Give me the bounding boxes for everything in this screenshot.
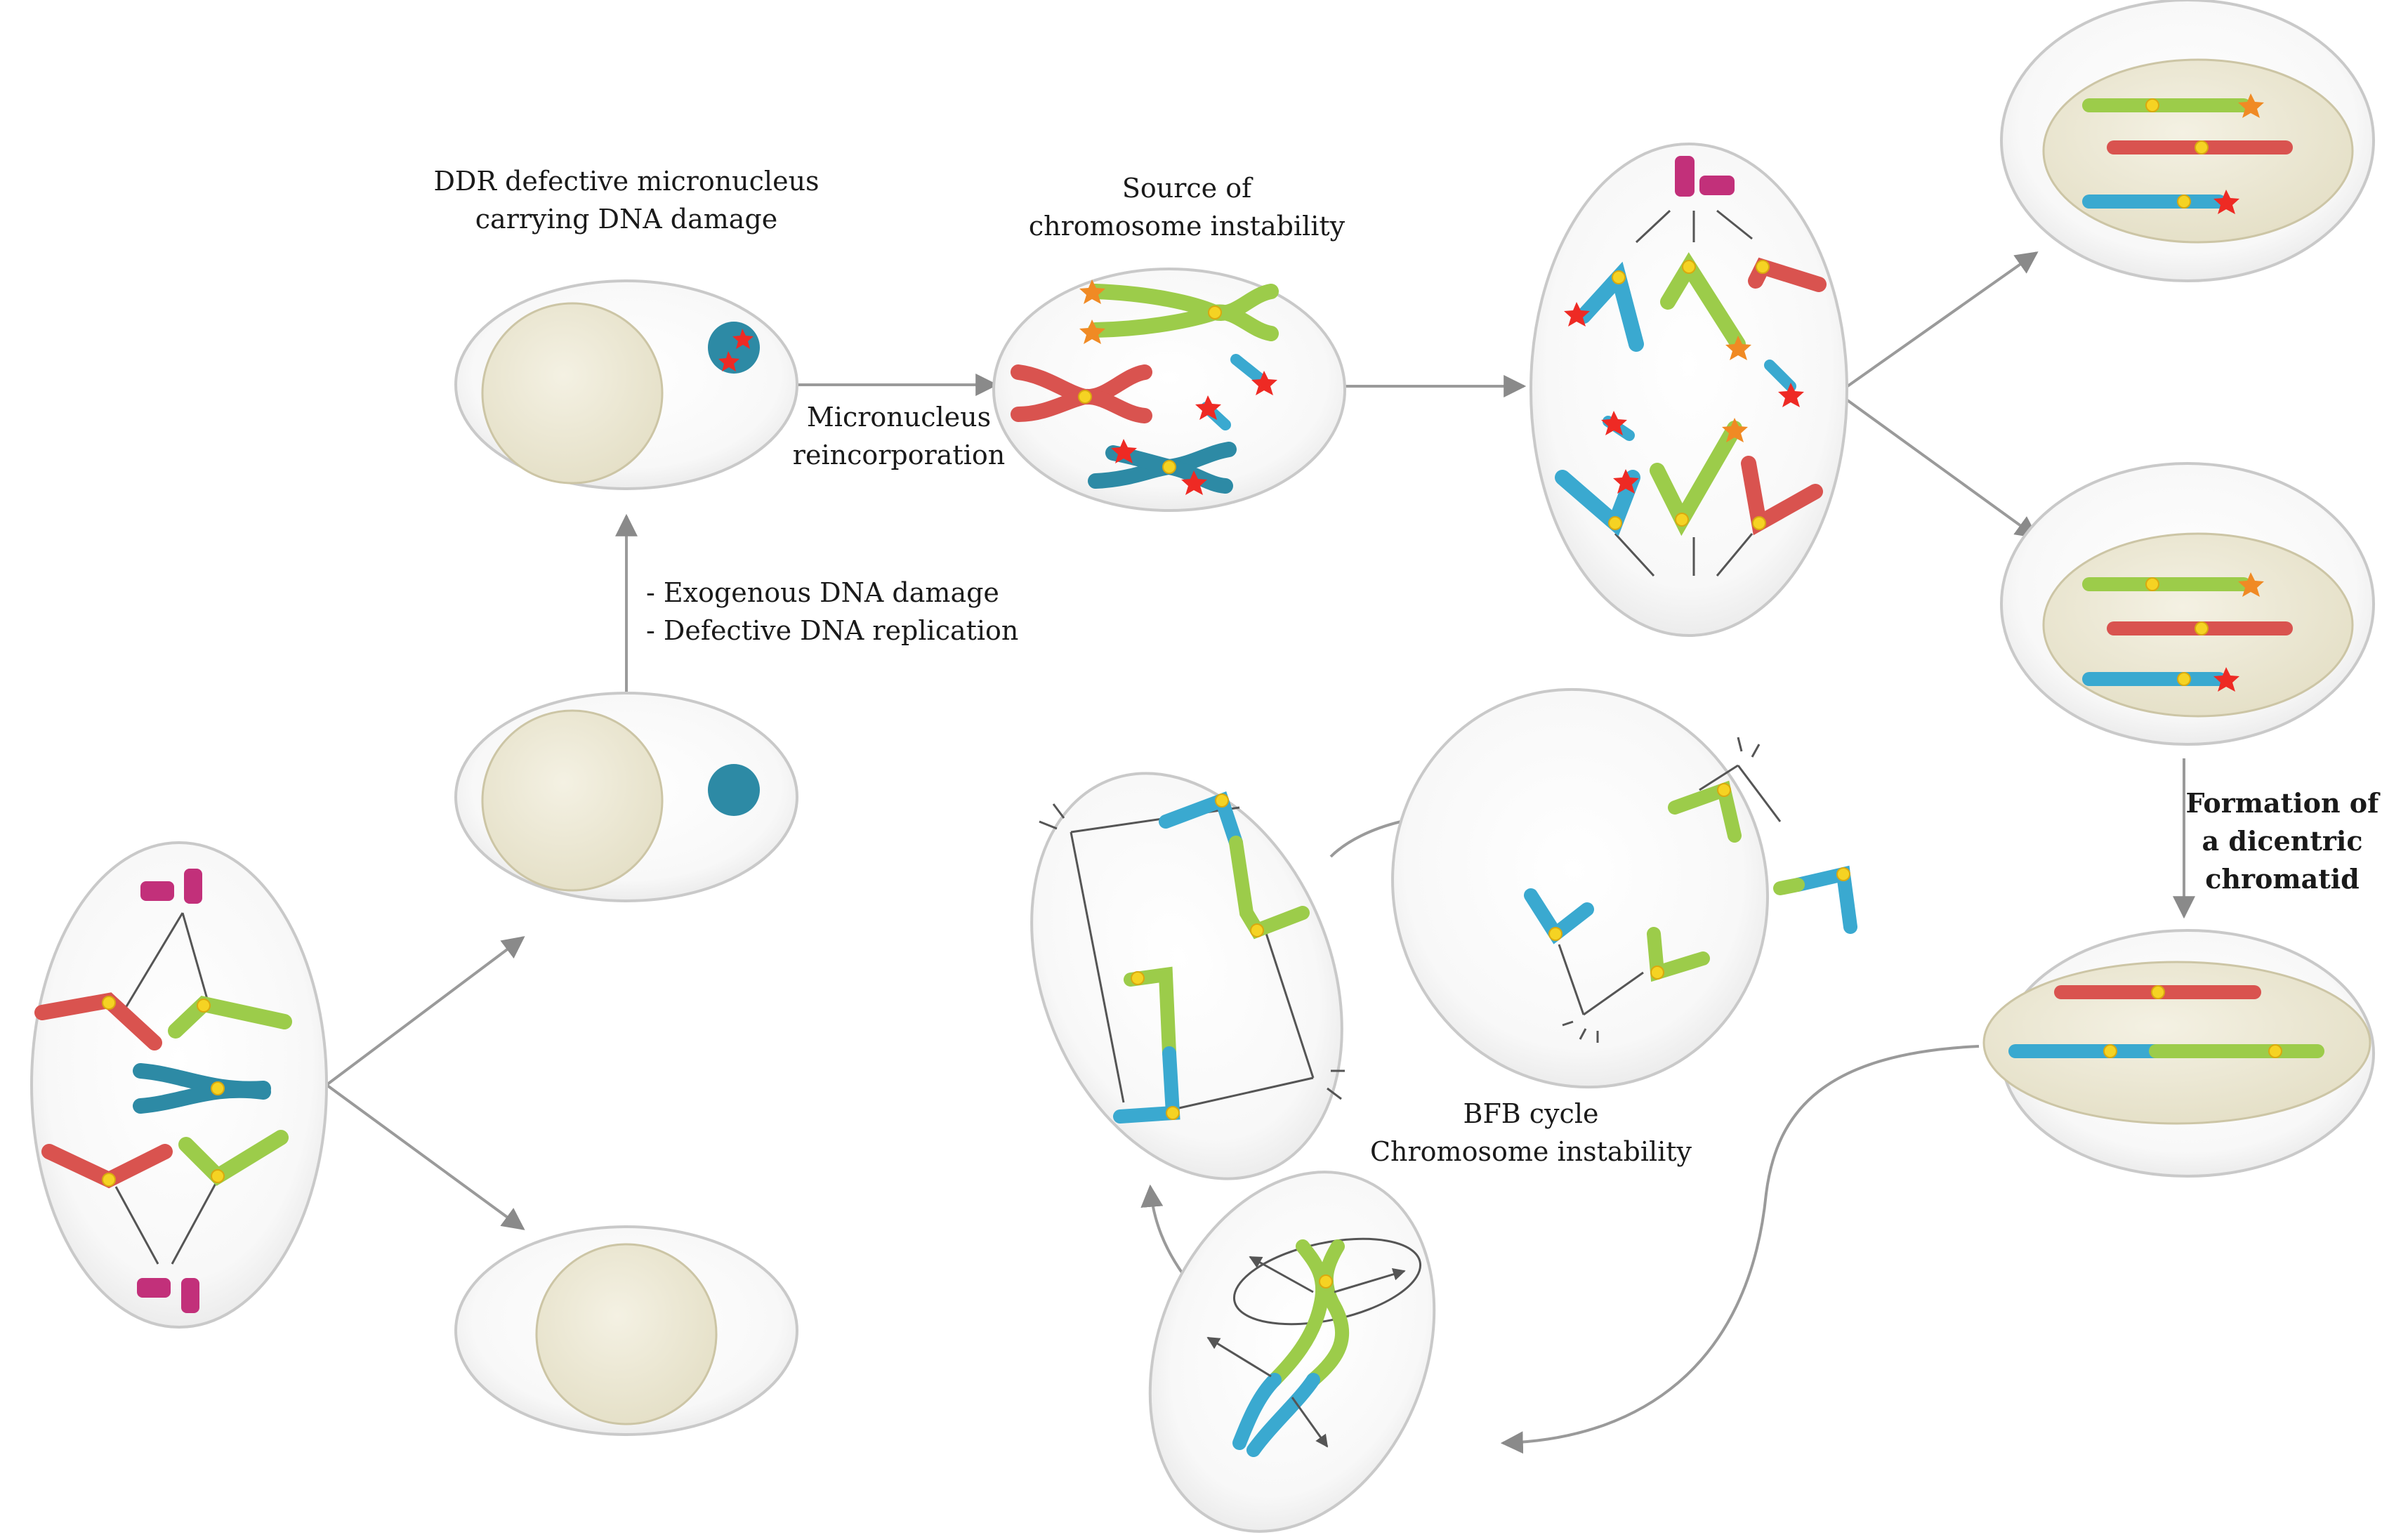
source-label-line1: Source of [1121,173,1252,204]
ddr-label-line2: carrying DNA damage [475,204,778,235]
dicentric-label-line2: a dicentric [2202,825,2363,857]
source-label-line2: chromosome instability [1028,211,1346,242]
bfb-bridge-cell [1030,772,1345,1180]
arrow-mitosis-to-normal-cell [325,1083,525,1230]
defective-replication-label: - Defective DNA replication [646,615,1019,646]
arrow-anaphase-to-daughter-top [1844,251,2039,389]
bfb-broken-cell [1391,687,1857,1089]
micronucleus-label-line1: Micronucleus [806,402,992,433]
ddr-label-line1: DDR defective micronucleus [433,166,820,197]
chromosome-instability-label: Chromosome instability [1369,1136,1692,1167]
arrow-dicentric-to-bfb [1500,1045,1980,1454]
dicentric-label-line1: Formation of [2185,787,2379,819]
dna-damage-star [732,329,754,349]
anaphase-cell [1529,143,1848,637]
mitosis-cell [30,841,328,1329]
daughter-cell-top [2000,0,2375,282]
ddr-defective-cell [454,279,798,490]
cell-with-micronucleus [454,692,798,902]
arrow-anaphase-to-daughter-mid [1844,397,2039,539]
exogenous-damage-label: - Exogenous DNA damage [646,577,999,608]
dicentric-cell [1982,929,2375,1178]
micronucleus [708,764,760,816]
dna-damage-star [718,351,739,371]
normal-daughter-cell [454,1225,798,1436]
dicentric-label-line3: chromatid [2205,863,2360,895]
bfb-cycle-label: BFB cycle [1463,1098,1599,1129]
daughter-cell-middle [2000,462,2375,746]
source-instability-cell [992,268,1346,512]
bfb-fusion-cell [1148,1171,1436,1533]
arrow-bfb-cycle-left [1140,1184,1185,1276]
micronucleus-label-line2: reincorporation [792,440,1006,470]
arrow-mitosis-to-cell-with-micronucleus [325,936,525,1086]
